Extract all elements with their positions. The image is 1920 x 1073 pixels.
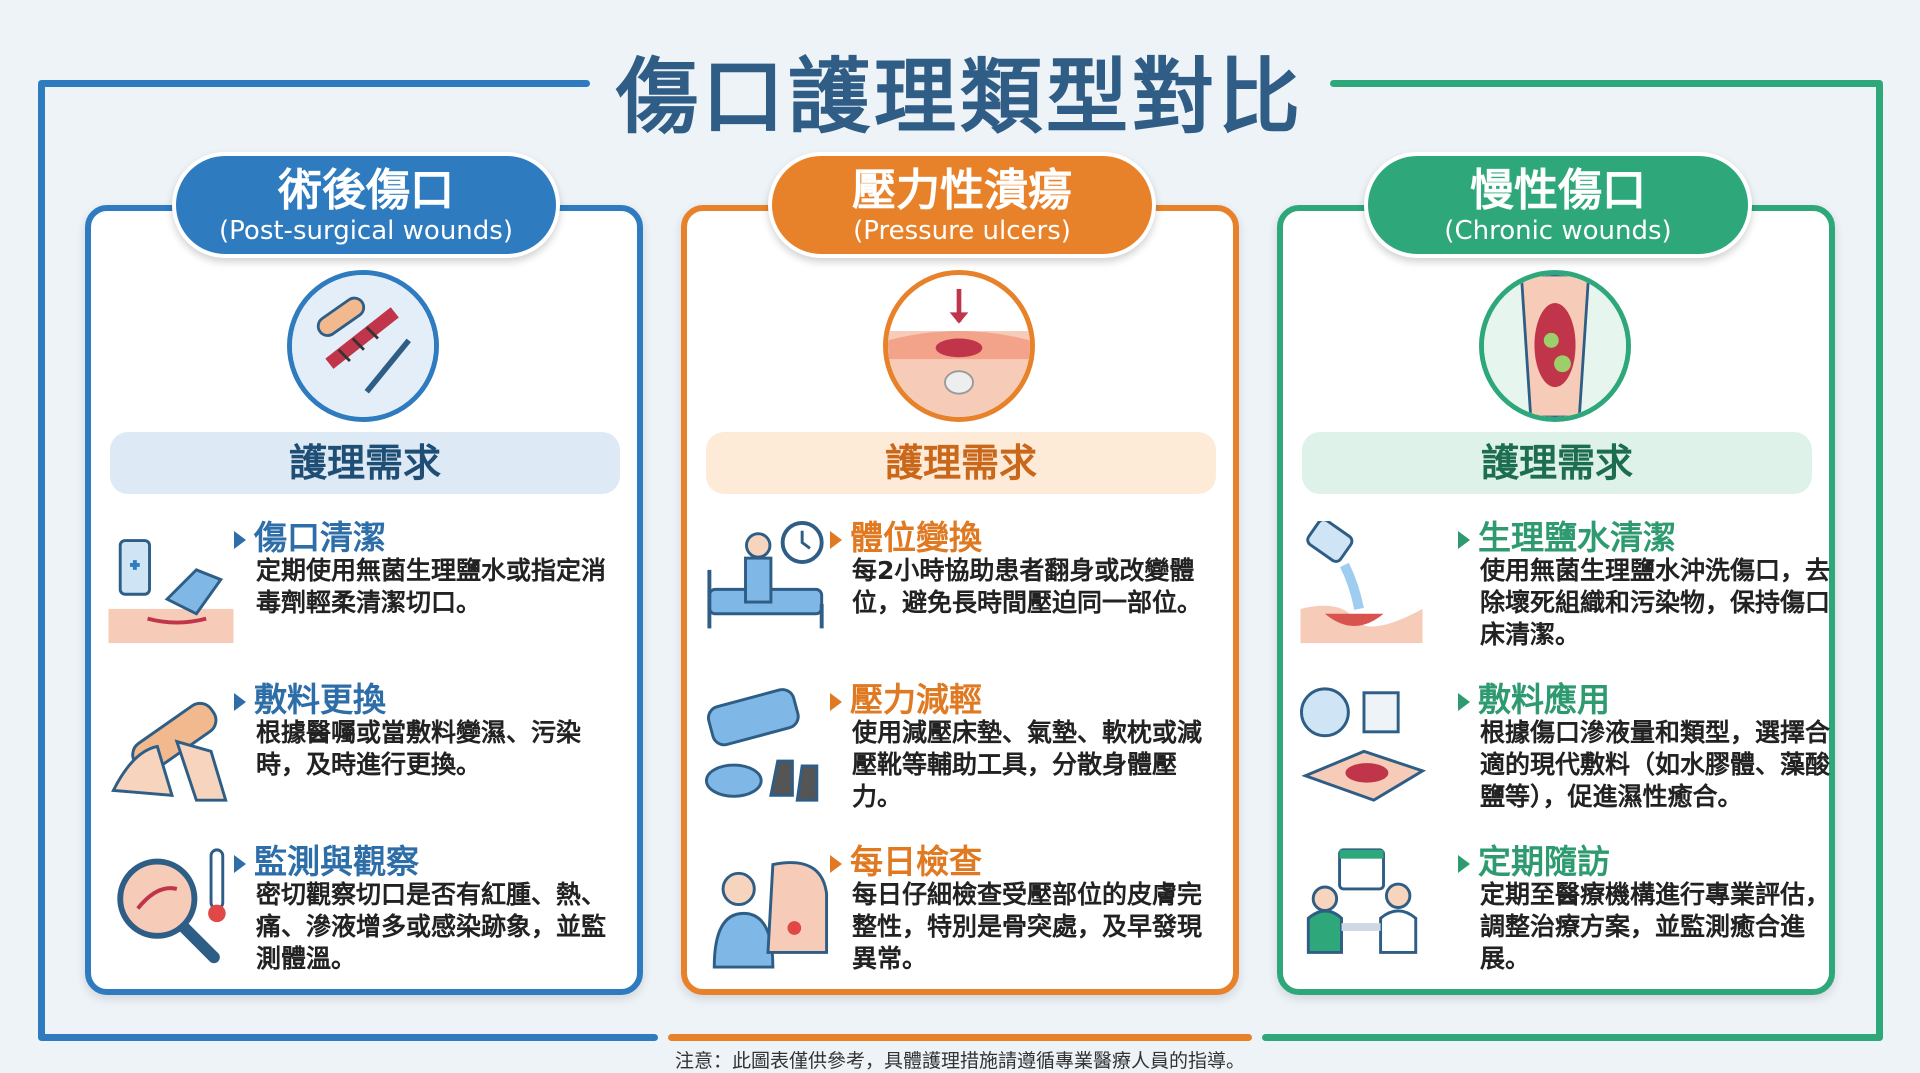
nurse-inspect-heel-icon [712, 861, 829, 969]
wound-type-english: (Post-surgical wounds) [219, 216, 513, 246]
nurse-bed-clock-icon [707, 521, 824, 629]
care-needs-band: 護理需求 [1302, 432, 1812, 494]
wound-type-name: 術後傷口 [278, 165, 454, 216]
frame-top-left [38, 80, 590, 87]
header-chronic: 慢性傷口 (Chronic wounds) [1364, 152, 1752, 258]
header-post-surgical: 術後傷口 (Post-surgical wounds) [172, 152, 560, 258]
saline-cleaning-icon [108, 539, 234, 644]
sutured-incision-icon [287, 270, 439, 422]
wound-type-english: (Pressure ulcers) [853, 216, 1071, 246]
bandage-change-icon [111, 701, 228, 802]
pressure-relief-cushion-icon [704, 688, 819, 802]
wound-type-name: 壓力性潰瘍 [852, 165, 1072, 216]
care-item-body: 每日仔細檢查受壓部位的皮膚完整性，特別是骨突處，及早發現異常。 [852, 880, 1203, 973]
care-item-body: 根據傷口滲液量和類型，選擇合適的現代敷料（如水膠體、藻酸鹽等），促進濕性癒合。 [1480, 718, 1831, 811]
card-pressure-ulcer: 護理需求 體位變換 每2小時協助患者翻身或改變體位，避免長時間壓迫同一部位。 壓… [681, 205, 1239, 995]
frame-bottom-orange [668, 1034, 1252, 1041]
care-item-body: 使用減壓床墊、氣墊、軟枕或減壓靴等輔助工具，分散身體壓力。 [852, 718, 1203, 811]
wound-type-name: 慢性傷口 [1470, 165, 1646, 216]
care-item-title: 體位變換 [830, 511, 982, 559]
header-pressure-ulcer: 壓力性潰瘍 (Pressure ulcers) [768, 152, 1156, 258]
care-item-title: 傷口清潔 [234, 511, 386, 559]
care-item-body: 根據醫囑或當敷料變濕、污染時，及時進行更換。 [256, 718, 582, 779]
modern-dressing-icon [1300, 687, 1427, 802]
care-item-body: 密切觀察切口是否有紅腫、熱、痛、滲液增多或感染跡象，並監測體溫。 [256, 880, 607, 973]
disclaimer-note: 注意：此圖表僅供參考，具體護理措施請遵循專業醫療人員的指導。 [674, 1050, 1245, 1072]
card-post-surgical: 護理需求 傷口清潔 定期使用無菌生理鹽水或指定消毒劑輕柔清潔切口。 敷料更換 根… [85, 205, 643, 995]
frame-left [38, 82, 45, 1040]
care-needs-band: 護理需求 [110, 432, 620, 494]
frame-top-right [1330, 80, 1883, 87]
care-item-body: 每2小時協助患者翻身或改變體位，避免長時間壓迫同一部位。 [852, 556, 1203, 617]
care-needs-band: 護理需求 [706, 432, 1216, 494]
care-item-title: 每日檢查 [830, 835, 982, 883]
wound-type-english: (Chronic wounds) [1444, 216, 1672, 246]
saline-irrigation-icon [1300, 521, 1423, 644]
frame-bottom-green [1262, 1034, 1883, 1041]
care-item-body: 定期使用無菌生理鹽水或指定消毒劑輕柔清潔切口。 [256, 556, 607, 617]
care-item-title: 生理鹽水清潔 [1458, 511, 1676, 559]
care-item-title: 壓力減輕 [830, 673, 982, 721]
care-item-title: 監測與觀察 [234, 835, 419, 883]
frame-bottom-blue [38, 1034, 658, 1041]
frame-right [1876, 82, 1883, 1040]
pressure-ulcer-icon [883, 270, 1035, 422]
chronic-wound-leg-icon [1479, 270, 1631, 422]
care-item-title: 敷料應用 [1458, 673, 1610, 721]
care-item-title: 定期隨訪 [1458, 835, 1610, 883]
page-title: 傷口護理類型對比 [615, 50, 1304, 145]
care-item-body: 使用無菌生理鹽水沖洗傷口，去除壞死組織和污染物，保持傷口床清潔。 [1480, 556, 1831, 649]
care-item-title: 敷料更換 [234, 673, 386, 721]
magnifier-thermometer-icon [117, 848, 226, 964]
doctor-consultation-icon [1306, 848, 1418, 954]
care-item-body: 定期至醫療機構進行專業評估，調整治療方案，並監測癒合進展。 [1480, 880, 1831, 973]
